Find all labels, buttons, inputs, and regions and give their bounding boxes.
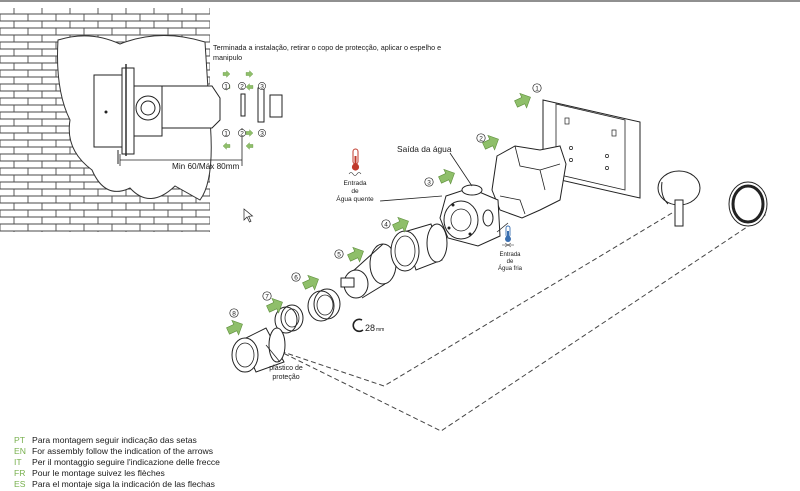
step-6: 6	[294, 274, 298, 281]
valve-body	[439, 184, 501, 247]
protective-cap-line2: proteção	[272, 374, 299, 381]
spanner-icon	[352, 318, 364, 333]
cold-inlet-leader	[496, 222, 509, 233]
top-note-line1: Terminada a instalação, retirar o copo d…	[213, 43, 441, 52]
sleeve	[390, 223, 448, 272]
cold-inlet-line2: de	[507, 259, 514, 265]
water-outlet-leader	[449, 152, 473, 187]
step-5: 5	[337, 251, 341, 258]
cold-inlet-line3: Água fria	[498, 265, 523, 272]
top-note-line2: manipulo	[213, 53, 242, 62]
protective-cap	[231, 327, 286, 373]
inset-cover-plate	[257, 87, 265, 123]
nut-ring	[307, 288, 341, 322]
step-1: 1	[535, 85, 539, 92]
inset-protective-cap	[161, 85, 221, 129]
escutcheon	[728, 181, 768, 227]
hot-inlet-line1: Entrada	[343, 180, 366, 187]
ring	[274, 304, 304, 334]
cold-inlet-line1: Entrada	[499, 252, 521, 258]
step-8: 8	[232, 310, 236, 317]
step-7: 7	[265, 293, 269, 300]
handle	[657, 170, 701, 227]
thermometer-cold-icon	[502, 225, 514, 248]
dimension-label: Min 60/Máx 80mm	[172, 162, 240, 171]
water-outlet-label: Saída da água	[397, 144, 452, 154]
inset-handle	[269, 94, 283, 118]
bracket	[491, 145, 567, 219]
inset-step-2a: 2	[240, 83, 244, 90]
inset-step-2b: 2	[240, 130, 244, 137]
inset-valve-body	[93, 74, 123, 148]
protective-cap-line1: plástico de	[269, 365, 303, 372]
wall-inset: Min 60/Máx 80mm 1 2 3 1 2 3	[0, 8, 283, 232]
step-3: 3	[427, 179, 431, 186]
inset-step-3a: 3	[260, 83, 264, 90]
inset-ring	[240, 93, 246, 117]
mouse-cursor-icon	[243, 208, 254, 223]
hot-inlet-line3: Água quente	[336, 194, 374, 203]
spanner-size: 28	[365, 323, 375, 333]
mounting-plate	[542, 99, 641, 199]
assembly-dashed-outline	[276, 212, 769, 432]
thermometer-hot-icon	[348, 148, 362, 176]
step-4: 4	[384, 221, 388, 228]
spanner-unit: mm	[376, 327, 384, 333]
inset-step-1a: 1	[224, 83, 228, 90]
cartridge	[340, 243, 397, 299]
inset-step-3b: 3	[260, 130, 264, 137]
hot-inlet-leader	[379, 195, 443, 202]
hot-inlet-line2: de	[351, 188, 359, 195]
step-2: 2	[479, 135, 483, 142]
inset-step-1b: 1	[224, 130, 228, 137]
protective-cap-leader	[265, 344, 281, 363]
